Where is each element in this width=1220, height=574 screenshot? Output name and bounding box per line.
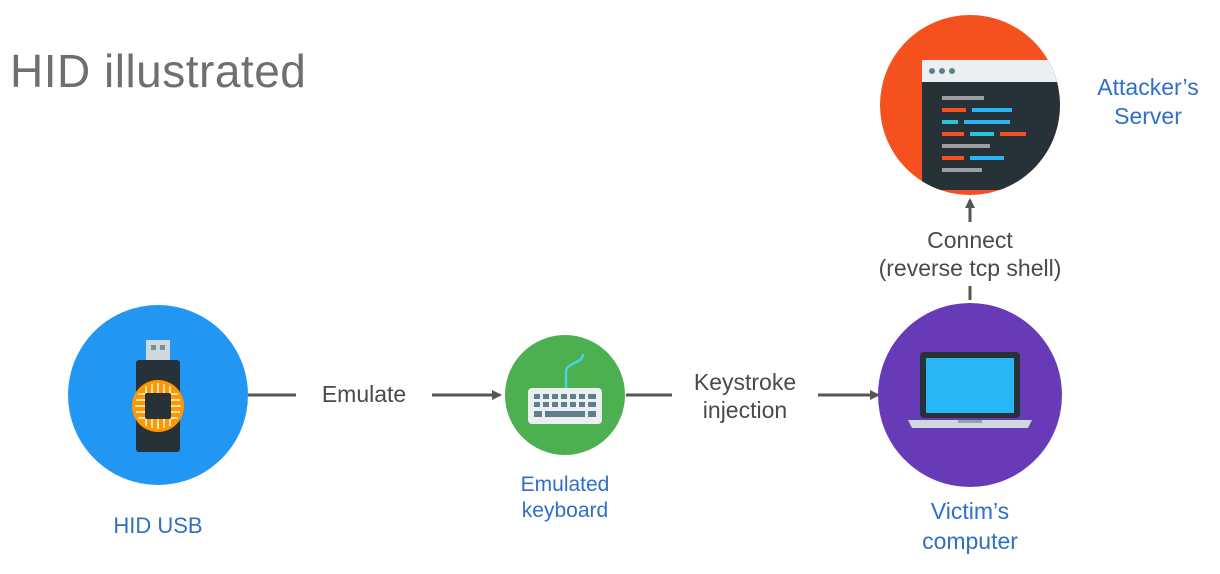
node-label-attacker-server-line1: Attacker’s (1097, 74, 1199, 100)
node-label-attacker-server: Attacker’s Server (1078, 73, 1218, 131)
node-label-emulated-keyboard-line2: keyboard (521, 499, 609, 522)
node-attacker-server (880, 15, 1060, 195)
node-label-victim-computer-line2: computer (922, 528, 1018, 554)
node-label-attacker-server-line2: Server (1114, 103, 1182, 129)
edge-label-keystroke-injection: Keystroke injection (672, 368, 818, 424)
edge-label-keystroke-line2: injection (702, 397, 788, 423)
edge-label-connect: Connect (reverse tcp shell) (850, 226, 1090, 282)
keyboard-icon (528, 353, 602, 424)
edge-label-connect-line1: Connect (927, 227, 1013, 253)
edge-label-connect-line2: (reverse tcp shell) (878, 255, 1062, 281)
node-victim-computer (878, 303, 1062, 487)
edge-label-emulate: Emulate (321, 381, 407, 407)
laptop-icon (908, 352, 1032, 428)
node-label-victim-computer-line1: Victim’s (930, 498, 1010, 524)
node-label-hid-usb: HID USB (113, 513, 203, 538)
edge-label-keystroke-line1: Keystroke (693, 369, 797, 395)
node-label-emulated-keyboard-line1: Emulated (520, 473, 610, 496)
usb-stick-icon (132, 340, 184, 452)
node-label-victim-computer: Victim’s computer (895, 496, 1045, 556)
page-title: HID illustrated (10, 45, 307, 97)
node-hid-usb (68, 305, 248, 485)
node-emulated-keyboard (505, 335, 625, 455)
code-window-icon (922, 60, 1060, 190)
node-label-emulated-keyboard: Emulated keyboard (490, 472, 640, 524)
